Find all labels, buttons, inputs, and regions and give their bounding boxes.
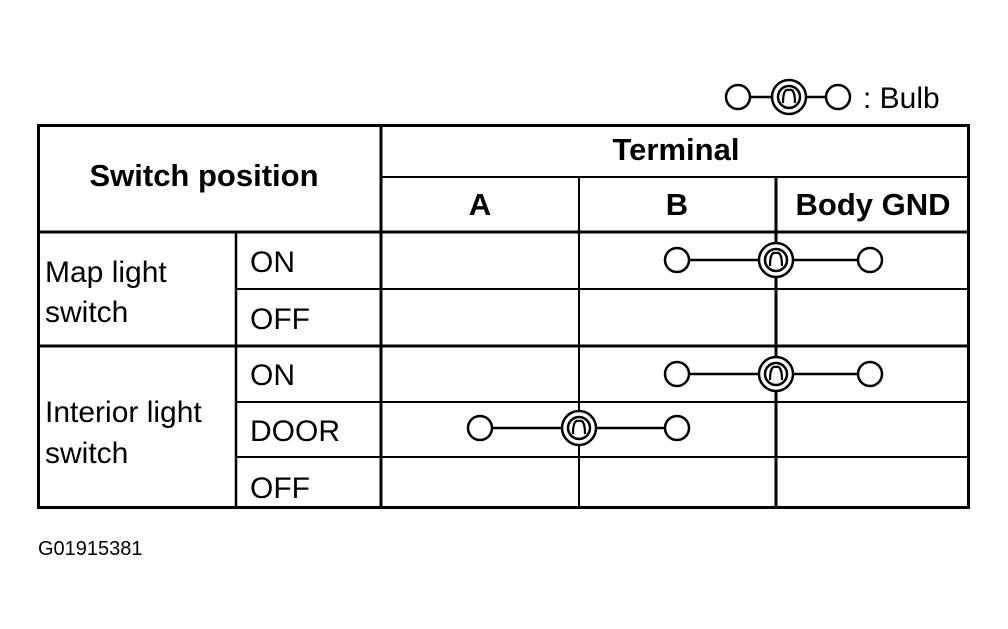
terminal-node <box>856 360 884 388</box>
bulb-legend-label: : Bulb <box>863 82 940 115</box>
bulb-filament <box>768 365 784 381</box>
terminal-header: Terminal <box>613 132 740 167</box>
terminal-body-gnd-header: Body GND <box>796 187 951 222</box>
map-light-switch-label-line2: switch <box>45 296 128 329</box>
terminal-node <box>663 246 691 274</box>
connection-symbol <box>663 241 884 279</box>
continuity-table <box>37 124 970 509</box>
terminal-node <box>663 360 691 388</box>
terminal-b-header: B <box>666 187 688 222</box>
interior-door-position: DOOR <box>250 415 340 448</box>
interior-light-switch-label-line2: switch <box>45 437 128 470</box>
bulb-icon <box>560 409 598 447</box>
interior-on-position: ON <box>250 359 295 392</box>
figure-id: G01915381 <box>38 538 143 560</box>
continuity-connections <box>466 241 884 447</box>
connection-symbol <box>663 355 884 393</box>
terminal-node <box>856 246 884 274</box>
terminal-node <box>466 414 494 442</box>
map-off-position: OFF <box>250 303 310 336</box>
map-light-switch-label-line1: Map light <box>45 256 167 289</box>
bulb-inner-ring <box>566 415 592 441</box>
connection-symbol <box>466 409 691 447</box>
bulb-filament <box>768 251 784 267</box>
map-on-position: ON <box>250 246 295 279</box>
bulb-icon <box>757 241 795 279</box>
switch-position-header: Switch position <box>89 158 318 193</box>
bulb-legend: : Bulb <box>724 78 940 116</box>
bulb-inner-ring <box>763 361 789 387</box>
interior-off-position: OFF <box>250 472 310 505</box>
bulb-icon <box>757 355 795 393</box>
bulb-inner-ring <box>763 247 789 273</box>
bulb-connection-symbol-icon <box>724 78 852 116</box>
terminal-a-header: A <box>469 187 491 222</box>
bulb-filament <box>571 419 587 435</box>
terminal-node <box>663 414 691 442</box>
interior-light-switch-label-line1: Interior light <box>45 396 202 429</box>
